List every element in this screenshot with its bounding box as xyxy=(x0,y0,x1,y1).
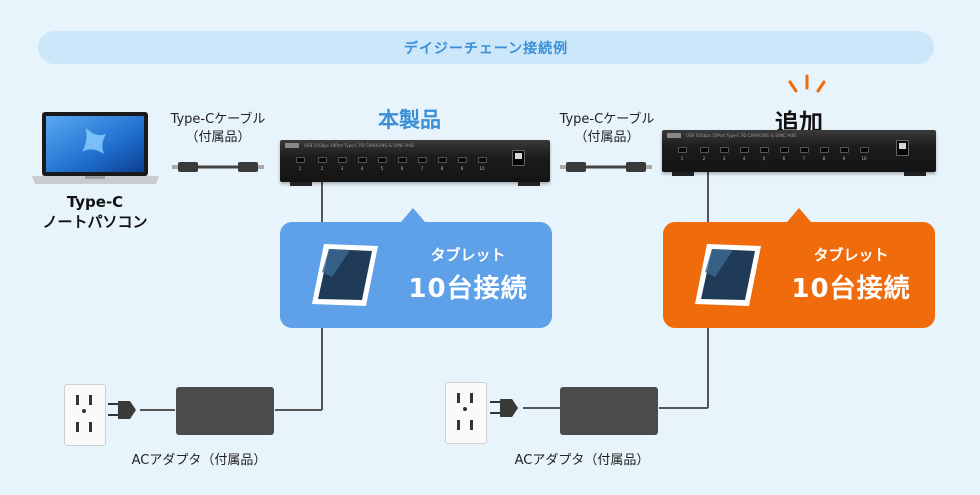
hub-foot xyxy=(672,172,694,176)
hub-port-number: 7 xyxy=(420,166,424,171)
hub-port xyxy=(760,147,769,153)
laptop-label: Type-C ノートパソコン xyxy=(20,192,170,232)
panel-added-line2: 10台接続 xyxy=(791,274,911,304)
hub-port-number: 3 xyxy=(340,166,344,171)
cable-left-line1: Type-Cケーブル xyxy=(170,112,266,127)
highlight-burst-icon xyxy=(788,74,826,93)
type-c-cable-icon xyxy=(560,162,652,172)
hub-port xyxy=(820,147,829,153)
tablet-icon xyxy=(695,244,761,306)
hub-port xyxy=(478,157,487,163)
hub-port xyxy=(418,157,427,163)
adapter-label-right: ACアダプタ（付属品） xyxy=(514,453,650,468)
hub-port xyxy=(800,147,809,153)
hub-port xyxy=(438,157,447,163)
hub-port-number: 4 xyxy=(742,156,746,161)
hub-port xyxy=(678,147,687,153)
hub-port-number: 4 xyxy=(360,166,364,171)
diagram-title: デイジーチェーン接続例 xyxy=(38,31,934,64)
hub-port-number: 2 xyxy=(320,166,324,171)
hub-port-number: 5 xyxy=(380,166,384,171)
adapter-label-left: ACアダプタ（付属品） xyxy=(131,453,267,468)
usb-hub-main: USB 10Gbps 10Port Type-C PD CHARGING & S… xyxy=(280,140,550,186)
ac-plug-icon xyxy=(108,401,136,419)
hub-port xyxy=(700,147,709,153)
hub-port xyxy=(740,147,749,153)
hub-port xyxy=(338,157,347,163)
hub-port-number: 9 xyxy=(842,156,846,161)
hub-port-number: 5 xyxy=(762,156,766,161)
tablet-icon xyxy=(312,244,378,306)
hub-logo xyxy=(667,133,681,138)
wall-outlet-icon xyxy=(445,382,487,444)
hub-port-number: 8 xyxy=(822,156,826,161)
wall-outlet-icon xyxy=(64,384,106,446)
hub-port xyxy=(398,157,407,163)
usb-hub-added: USB 10Gbps 10Port Type-C PD CHARGING & S… xyxy=(662,130,936,176)
hub-port xyxy=(458,157,467,163)
hub-port xyxy=(296,157,305,163)
hub-port xyxy=(780,147,789,153)
hub-port-number: 10 xyxy=(479,166,485,171)
panel-pointer xyxy=(787,208,811,222)
hub-foot xyxy=(290,182,312,186)
cable-label-right: Type-Cケーブル （付属品） xyxy=(532,111,682,147)
tablet-panel-added: タブレット 10台接続 xyxy=(663,208,935,328)
power-switch xyxy=(512,150,525,166)
hub-port xyxy=(318,157,327,163)
hub-logo xyxy=(285,143,299,148)
hub-port-number: 2 xyxy=(702,156,706,161)
hub-port xyxy=(358,157,367,163)
panel-added-line1: タブレット xyxy=(813,246,889,264)
hub-port xyxy=(720,147,729,153)
hub-port xyxy=(840,147,849,153)
tablet-panel-main: タブレット 10台接続 xyxy=(280,208,552,328)
ac-adapter-icon xyxy=(560,387,658,435)
hub-port-number: 7 xyxy=(802,156,806,161)
ac-plug-icon xyxy=(490,399,518,417)
cable-left-line2: （付属品） xyxy=(185,130,251,145)
hub-port-number: 8 xyxy=(440,166,444,171)
hub-model-text: USB 10Gbps 10Port Type-C PD CHARGING & S… xyxy=(686,133,796,138)
cable-label-left: Type-Cケーブル （付属品） xyxy=(143,111,293,147)
panel-main-line1: タブレット xyxy=(430,246,506,264)
type-c-cable-icon xyxy=(172,162,264,172)
hub-foot xyxy=(904,172,926,176)
laptop-label-line1: Type-C xyxy=(66,193,124,211)
hub-port-number: 9 xyxy=(460,166,464,171)
laptop-label-line2: ノートパソコン xyxy=(42,213,148,231)
product-main-label: 本製品 xyxy=(378,108,441,132)
hub-port-number: 6 xyxy=(782,156,786,161)
ac-adapter-icon xyxy=(176,387,274,435)
power-switch xyxy=(896,140,909,156)
panel-pointer xyxy=(401,208,425,222)
hub-port-number: 1 xyxy=(680,156,684,161)
hub-port xyxy=(860,147,869,153)
cable-right-line2: （付属品） xyxy=(574,130,640,145)
hub-port-number: 10 xyxy=(861,156,867,161)
laptop-icon xyxy=(32,112,159,184)
hub-foot xyxy=(518,182,540,186)
panel-main-line2: 10台接続 xyxy=(408,274,528,304)
hub-port-number: 1 xyxy=(298,166,302,171)
cable-right-line1: Type-Cケーブル xyxy=(559,112,655,127)
hub-port-number: 3 xyxy=(722,156,726,161)
hub-port-number: 6 xyxy=(400,166,404,171)
hub-port xyxy=(378,157,387,163)
hub-model-text: USB 10Gbps 10Port Type-C PD CHARGING & S… xyxy=(304,143,414,148)
